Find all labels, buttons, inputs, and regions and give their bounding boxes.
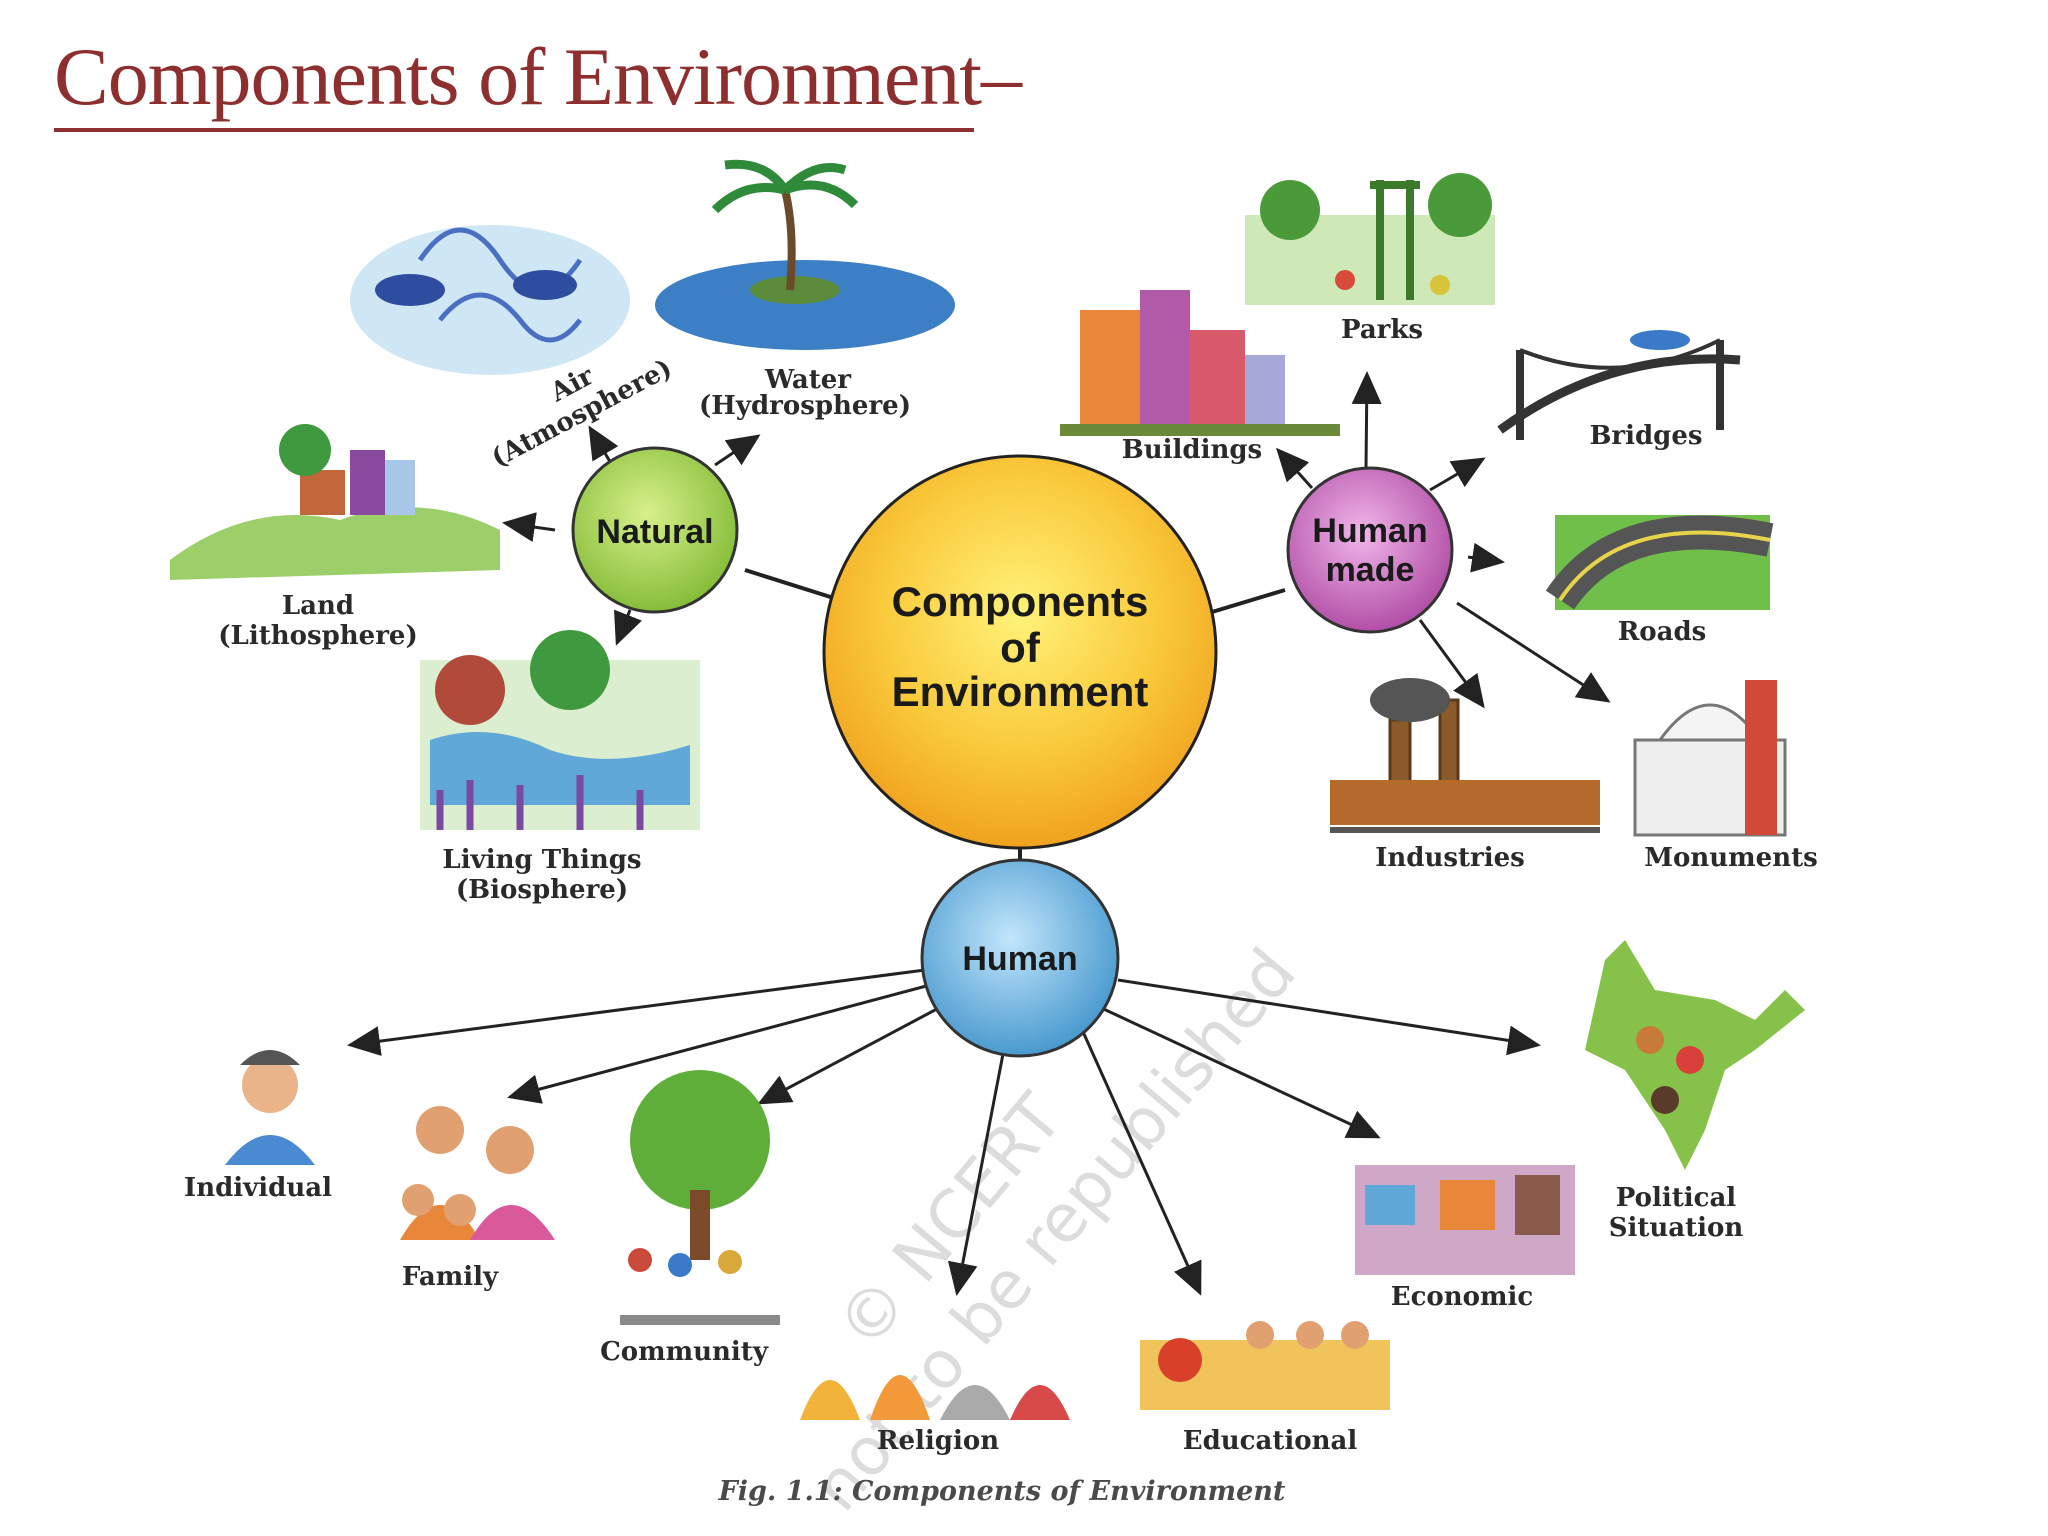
- community-illustration: [620, 1070, 780, 1325]
- living-illustration: [420, 630, 700, 830]
- roads-label: Roads: [1618, 617, 1707, 647]
- political-illustration: [1585, 940, 1805, 1170]
- educational-illustration: [1140, 1321, 1390, 1410]
- water-label-line2: (Hydrosphere): [699, 391, 911, 421]
- center-node: Components of Environment: [822, 454, 1218, 850]
- political-label-line1: Political: [1616, 1183, 1737, 1213]
- water-illustration: [655, 159, 955, 350]
- water-label-line1: Water: [764, 365, 851, 395]
- land-illustration: [170, 424, 500, 580]
- monuments-illustration: [1633, 680, 1787, 837]
- educational-label: Educational: [1183, 1426, 1358, 1456]
- title-underline: [54, 128, 974, 132]
- family-illustration: [400, 1106, 555, 1240]
- individual-illustration: [225, 1050, 315, 1165]
- human-made-hub-label-line2: made: [1326, 551, 1415, 589]
- religion-illustration: [800, 1375, 1070, 1420]
- buildings-label: Buildings: [1122, 435, 1262, 465]
- center-label-line2: of: [1000, 624, 1041, 671]
- bridges-illustration: [1497, 330, 1741, 440]
- center-label-line3: Environment: [892, 668, 1149, 715]
- religion-label: Religion: [877, 1426, 999, 1456]
- human-made-labels: Parks Buildings Bridges Roads Industries…: [1122, 315, 1818, 873]
- monuments-label: Monuments: [1644, 843, 1818, 873]
- buildings-illustration: [1060, 290, 1340, 436]
- human-made-hub: Human made: [1286, 466, 1454, 634]
- land-label-line2: (Lithosphere): [218, 621, 418, 651]
- center-label-line1: Components: [892, 578, 1149, 625]
- page-title: Components of Environment–: [54, 31, 1022, 122]
- political-label-line2: Situation: [1609, 1213, 1744, 1243]
- industries-label: Industries: [1375, 843, 1525, 873]
- parks-illustration: [1245, 173, 1495, 305]
- individual-label: Individual: [184, 1173, 332, 1203]
- air-illustration: [350, 225, 630, 375]
- natural-hub: Natural: [571, 446, 739, 614]
- human-labels: Individual Family Community Religion Edu…: [184, 1173, 1743, 1456]
- living-things-label-line1: Living Things: [442, 845, 641, 875]
- parks-label: Parks: [1341, 315, 1423, 345]
- land-label-line1: Land: [282, 591, 354, 621]
- human-hub: Human: [920, 858, 1120, 1058]
- bridges-label: Bridges: [1589, 421, 1702, 451]
- community-label: Community: [600, 1337, 769, 1367]
- living-things-label-line2: (Biosphere): [456, 875, 628, 905]
- human-hub-label: Human: [962, 940, 1077, 978]
- human-made-hub-label-line1: Human: [1312, 512, 1427, 550]
- roads-illustration: [1545, 515, 1774, 610]
- figure-caption: Fig. 1.1: Components of Environment: [718, 1476, 1286, 1507]
- natural-hub-label: Natural: [596, 513, 713, 551]
- economic-label: Economic: [1391, 1282, 1533, 1312]
- economic-illustration: [1355, 1165, 1575, 1275]
- industries-illustration: [1330, 678, 1600, 833]
- arrows: [347, 371, 1611, 1296]
- family-label: Family: [402, 1262, 499, 1292]
